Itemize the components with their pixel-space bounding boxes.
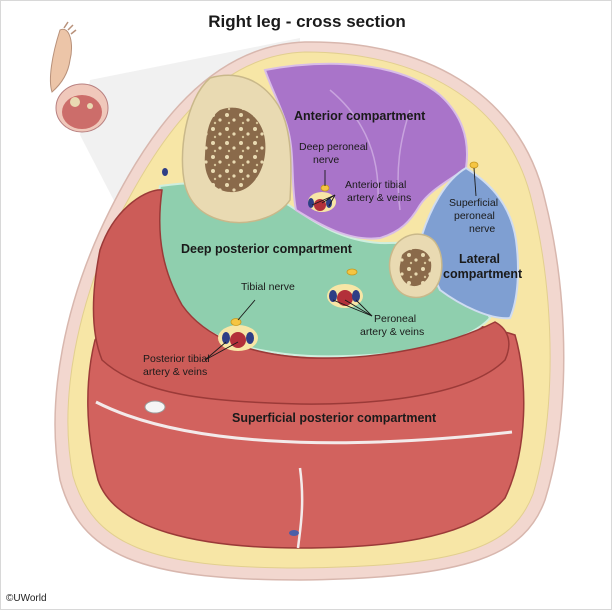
label-posterior-tibial-2: artery & veins [143, 366, 207, 378]
figure-title: Right leg - cross section [208, 12, 406, 31]
fibula-marrow [399, 248, 432, 287]
label-superficial-posterior-compartment: Superficial posterior compartment [232, 411, 437, 425]
tibial-nerve [230, 318, 242, 326]
label-anterior-tibial-1: Anterior tibial [345, 179, 406, 191]
label-anterior-tibial-2: artery & veins [347, 192, 411, 204]
label-peroneal-vessels-1: Peroneal [374, 313, 416, 325]
small-saphenous-vein [144, 400, 166, 414]
saphenous-vein [162, 168, 168, 176]
copyright-credit: ©UWorld [6, 593, 47, 604]
label-peroneal-vessels-2: artery & veins [360, 326, 424, 338]
label-lateral-compartment-1: Lateral [459, 252, 500, 266]
label-superficial-peroneal-3: nerve [469, 223, 495, 235]
sural-vessel [289, 530, 299, 536]
label-superficial-peroneal-1: Superficial [449, 197, 498, 209]
label-tibial-nerve: Tibial nerve [241, 281, 295, 293]
label-lateral-compartment-2: compartment [443, 267, 523, 281]
leader-lines [204, 167, 477, 361]
foot-sketch [49, 28, 73, 93]
label-deep-peroneal-nerve-1: Deep peroneal [299, 141, 368, 153]
label-posterior-tibial-1: Posterior tibial [143, 353, 210, 365]
label-superficial-peroneal-2: peroneal [454, 210, 495, 222]
fascia-line [95, 400, 513, 445]
soleus-muscle [92, 189, 510, 405]
small-nerve-dot [346, 268, 358, 276]
label-deep-peroneal-nerve-2: nerve [313, 154, 339, 166]
label-deep-posterior-compartment: Deep posterior compartment [181, 242, 353, 256]
lateral-compartment [420, 166, 519, 320]
toes-sketch [63, 21, 77, 35]
tibia-marrow [204, 107, 266, 193]
label-anterior-compartment: Anterior compartment [294, 109, 426, 123]
anterior-tibial-bundle [308, 184, 336, 212]
superficial-peroneal-nerve-dot [469, 161, 479, 169]
peroneal-bundle [327, 284, 363, 308]
